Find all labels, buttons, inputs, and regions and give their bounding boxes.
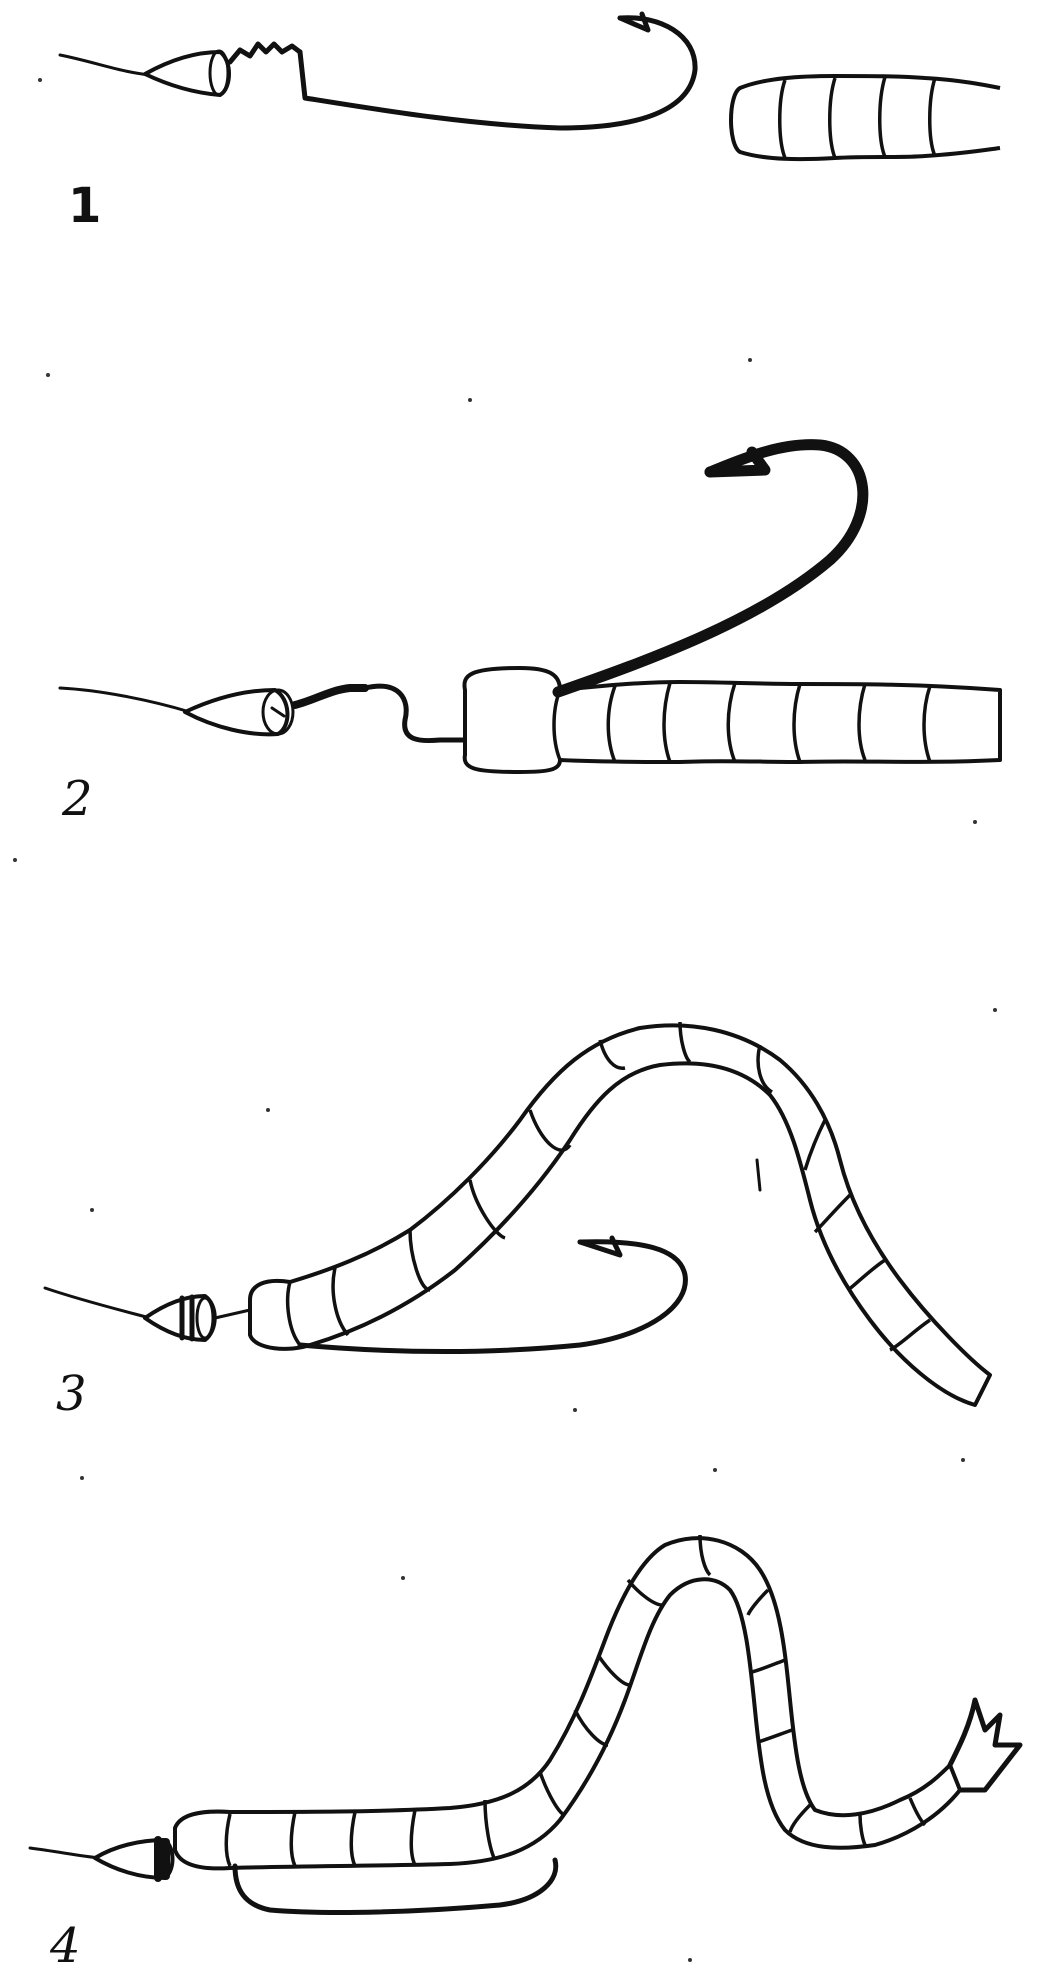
step-4-fishing-line bbox=[30, 1848, 100, 1858]
step-3-pencil-mark bbox=[757, 1160, 760, 1190]
step-1-fishing-line bbox=[60, 55, 150, 75]
step-4-worm-tail bbox=[950, 1700, 1020, 1790]
step-2-label: 2 bbox=[61, 771, 93, 827]
step-4-label: 4 bbox=[49, 1918, 81, 1969]
step-3-fishing-line bbox=[45, 1288, 150, 1318]
step-2-panel: 2 bbox=[60, 445, 1000, 827]
step-1-hook bbox=[300, 18, 695, 128]
step-1-sinker bbox=[145, 52, 229, 95]
step-2-hook bbox=[558, 445, 863, 692]
step-1-panel: 1 bbox=[60, 14, 1000, 234]
step-2-sinker bbox=[185, 690, 287, 734]
step-1-label: 1 bbox=[68, 178, 101, 234]
step-1-worm-piece bbox=[731, 76, 1000, 159]
step-3-line-to-worm bbox=[215, 1310, 250, 1318]
scan-specks bbox=[13, 78, 997, 1962]
step-1-knot bbox=[230, 44, 300, 62]
step-2-knot bbox=[295, 688, 365, 705]
step-2-fishing-line bbox=[60, 688, 190, 712]
step-4-panel: 4 bbox=[30, 1535, 1020, 1969]
step-4-sinker-bands bbox=[158, 1840, 166, 1878]
step-2-hook-shank bbox=[365, 686, 465, 740]
step-3-label: 3 bbox=[56, 1366, 87, 1422]
step-3-panel: 3 bbox=[45, 1022, 990, 1422]
